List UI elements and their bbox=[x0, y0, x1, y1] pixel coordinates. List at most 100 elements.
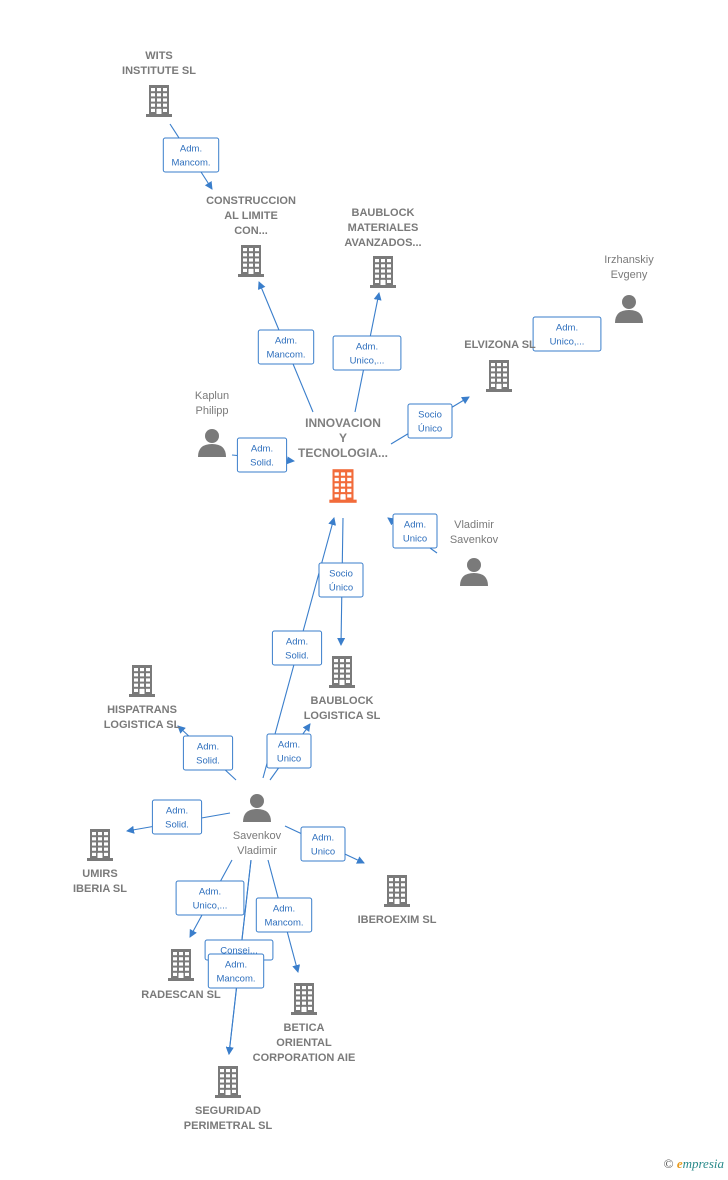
node-label: TECNOLOGIA... bbox=[298, 446, 388, 460]
node-umirs[interactable]: UMIRS IBERIA SL bbox=[73, 829, 127, 895]
node-label: Savenkov bbox=[233, 830, 282, 842]
node-label: MATERIALES bbox=[348, 222, 419, 234]
node-label: Irzhanskiy bbox=[604, 254, 654, 266]
node-label: BETICA bbox=[284, 1022, 325, 1034]
edge-label-text: Único bbox=[329, 583, 353, 594]
edge-label-text: Solid. bbox=[165, 820, 189, 831]
edge-label-text: Solid. bbox=[250, 458, 274, 469]
edge-label-box[interactable]: Adm. Unico bbox=[392, 513, 438, 549]
node-label: SEGURIDAD bbox=[195, 1105, 261, 1117]
building-icon bbox=[329, 656, 355, 688]
edge-label-text: Mancom. bbox=[266, 350, 305, 361]
edge-label-box[interactable]: Adm. Solid. bbox=[151, 799, 203, 835]
node-label: BAUBLOCK bbox=[311, 695, 374, 707]
edge-label-text: Unico,... bbox=[550, 337, 585, 348]
node-label: IBEROEXIM SL bbox=[358, 914, 437, 926]
edge-label-box[interactable]: Adm. Mancom. bbox=[257, 329, 315, 365]
building-icon bbox=[87, 829, 113, 861]
building-icon bbox=[291, 983, 317, 1015]
node-label: PERIMETRAL SL bbox=[184, 1120, 273, 1132]
node-label: ELVIZONA SL bbox=[464, 339, 536, 351]
edge-label-text: Adm. bbox=[251, 444, 273, 455]
node-label: ORIENTAL bbox=[276, 1037, 332, 1049]
edge-label-text: Socio bbox=[418, 410, 442, 421]
person-icon bbox=[198, 429, 226, 457]
edge-label-box[interactable]: Adm. Unico,... bbox=[532, 316, 602, 352]
building-icon bbox=[168, 949, 194, 981]
node-label: Y bbox=[339, 431, 347, 445]
node-label: RADESCAN SL bbox=[141, 989, 221, 1001]
edge-label-text: Unico bbox=[403, 534, 427, 545]
node-seguridad[interactable]: SEGURIDAD PERIMETRAL SL bbox=[184, 1066, 273, 1132]
node-label: HISPATRANS bbox=[107, 704, 177, 716]
node-label: Vladimir bbox=[454, 519, 494, 531]
edge-label-text: Adm. bbox=[404, 520, 426, 531]
node-label: IBERIA SL bbox=[73, 883, 127, 895]
brand-logo[interactable]: empresia bbox=[676, 1156, 724, 1171]
edge-label-text: Unico,... bbox=[350, 356, 385, 367]
edge-label-box[interactable]: Adm.Solid. bbox=[271, 630, 323, 666]
edge-label-box[interactable]: Adm.Solid. bbox=[182, 735, 234, 771]
node-hispatrans[interactable]: HISPATRANS LOGISTICA SL bbox=[104, 665, 181, 731]
edge-label-text: Consej... bbox=[220, 946, 258, 957]
node-label: CONSTRUCCION bbox=[206, 195, 296, 207]
edge-label-text: Adm. bbox=[166, 806, 188, 817]
edge-label-text: Adm. bbox=[556, 323, 578, 334]
node-label: Vladimir bbox=[237, 845, 277, 857]
edge-label-box[interactable]: Adm. Unico,... bbox=[175, 880, 245, 916]
edge-label-text: Solid. bbox=[285, 651, 309, 662]
node-label: AVANZADOS... bbox=[344, 237, 421, 249]
edges-layer: Adm. Mancom. Adm. Mancom. Adm. Unico,... Socio… bbox=[126, 123, 602, 1055]
edge-label-box[interactable]: Adm. Mancom. bbox=[255, 897, 313, 933]
node-label: INSTITUTE SL bbox=[122, 65, 196, 77]
node-label: UMIRS bbox=[82, 868, 117, 880]
edge-label-text: Adm. bbox=[312, 833, 334, 844]
building-icon bbox=[129, 665, 155, 697]
building-icon bbox=[329, 469, 357, 503]
node-elvizona[interactable]: ELVIZONA SL bbox=[464, 339, 536, 392]
node-label: BAUBLOCK bbox=[352, 207, 415, 219]
edge-label-text: Único bbox=[418, 424, 442, 435]
edge-label-box[interactable]: Adm.Unico bbox=[266, 733, 312, 769]
node-iberoexim[interactable]: IBEROEXIM SL bbox=[358, 875, 437, 926]
node-label: INNOVACION bbox=[305, 416, 381, 430]
node-construccion[interactable]: CONSTRUCCION AL LIMITE CON... bbox=[206, 195, 296, 277]
node-label: LOGISTICA SL bbox=[104, 719, 181, 731]
edge-label-text: Adm. bbox=[275, 336, 297, 347]
edge-label-text: Mancom. bbox=[264, 918, 303, 929]
edge-label-text: Socio bbox=[329, 569, 353, 580]
edge-label-box[interactable]: Adm.Mancom. bbox=[162, 137, 220, 173]
footer-credit: © empresia bbox=[664, 1156, 724, 1172]
building-icon bbox=[215, 1066, 241, 1098]
edge-label-text: Solid. bbox=[196, 756, 220, 767]
node-label: AL LIMITE bbox=[224, 210, 278, 222]
node-label: CON... bbox=[234, 225, 268, 237]
edge-label-box[interactable]: Adm. Solid. bbox=[236, 437, 288, 473]
edge-label-text: Adm. bbox=[180, 144, 202, 155]
node-baublock-materiales[interactable]: BAUBLOCK MATERIALES AVANZADOS... bbox=[344, 207, 422, 288]
node-radescan[interactable]: RADESCAN SL bbox=[141, 949, 221, 1001]
building-icon bbox=[384, 875, 410, 907]
edge-label-text: Adm. bbox=[225, 960, 247, 971]
node-label: Philipp bbox=[195, 405, 228, 417]
edge-label-text: Unico,... bbox=[193, 901, 228, 912]
edge-label-text: Adm. bbox=[273, 904, 295, 915]
edge-label-box[interactable]: Adm.Unico bbox=[300, 826, 346, 862]
node-innovacion[interactable]: INNOVACIONYTECNOLOGIA... bbox=[298, 416, 388, 503]
edge-label-box[interactable]: Adm. Mancom. bbox=[207, 953, 265, 989]
person-icon bbox=[243, 794, 271, 822]
building-icon bbox=[238, 245, 264, 277]
edge-label-text: Adm. bbox=[199, 887, 221, 898]
edge-label-box[interactable]: Adm.Unico,... bbox=[332, 335, 402, 371]
edge-label-text: Mancom. bbox=[216, 974, 255, 985]
